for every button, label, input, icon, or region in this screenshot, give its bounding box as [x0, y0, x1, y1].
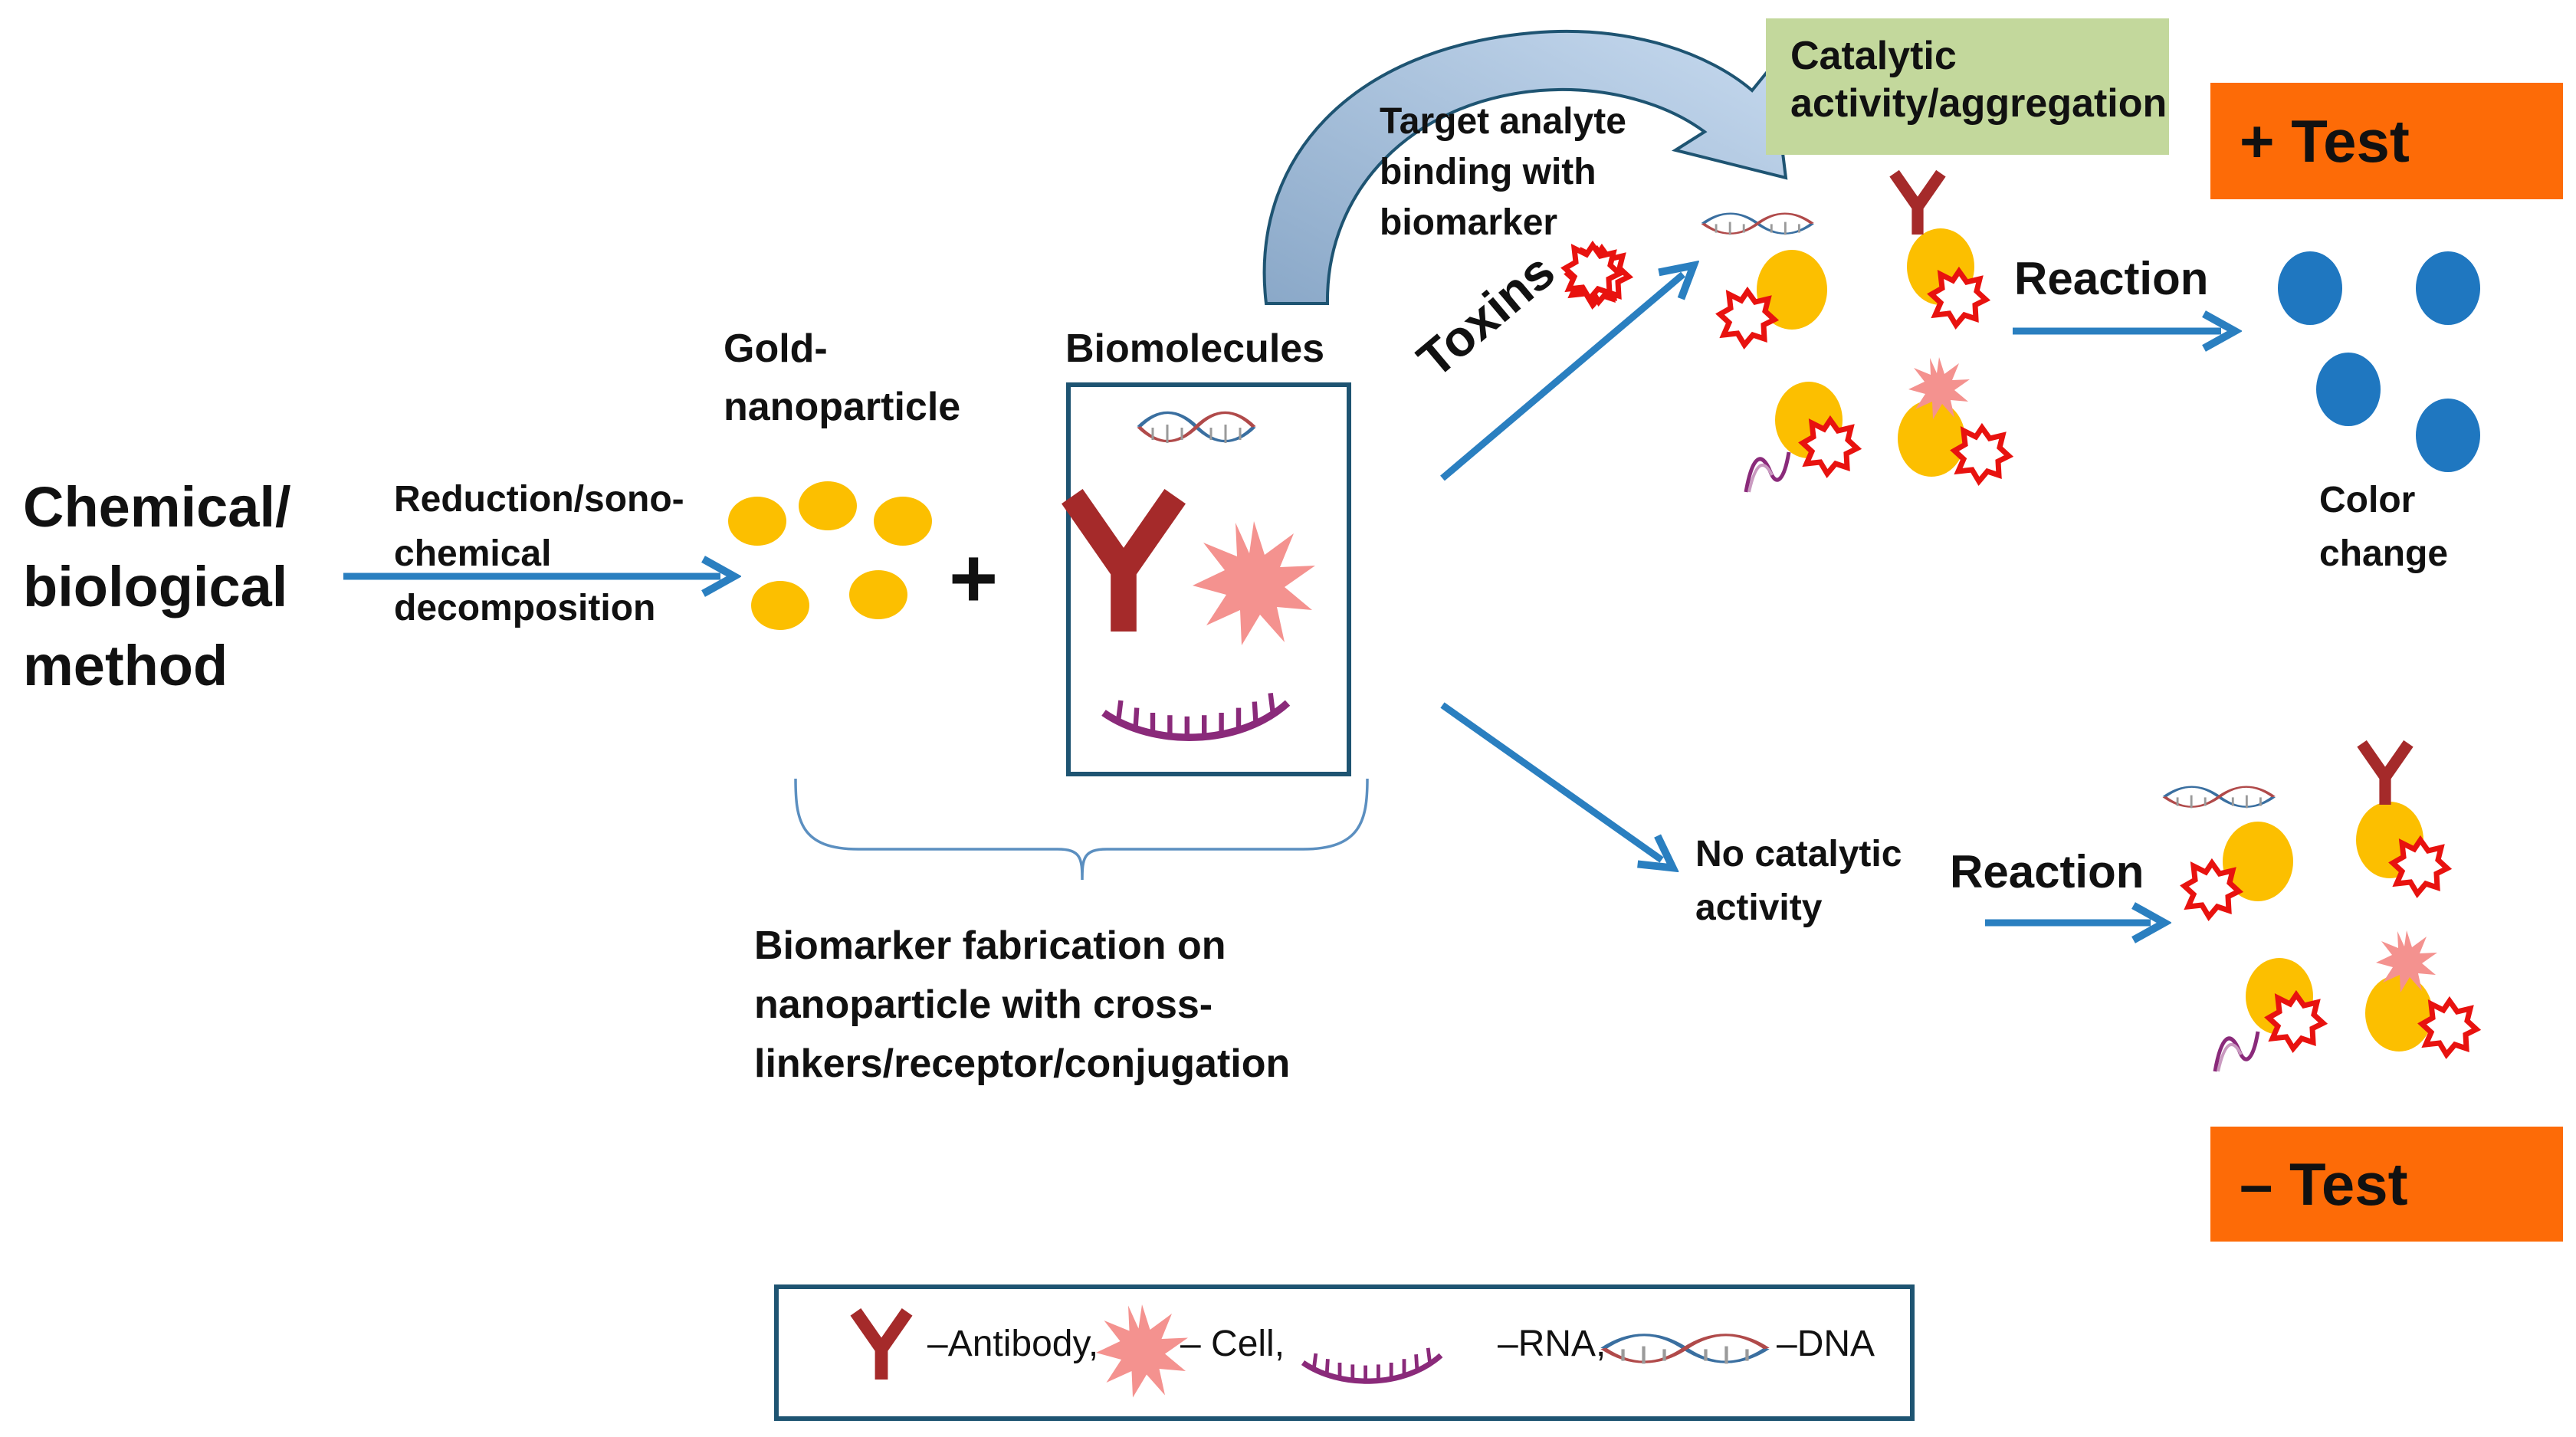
legend-cell-text: – Cell, [1180, 1324, 1285, 1364]
minus-test-badge: – Test [2210, 1127, 2563, 1242]
reaction-top-label: Reaction [2014, 253, 2209, 304]
biomolecules-label: Biomolecules [1065, 326, 1325, 371]
binding-curved-arrow [1262, 29, 1788, 305]
reaction-bottom-label: Reaction [1950, 846, 2144, 897]
gold-nanoparticle-label: Gold-nanoparticle [724, 326, 961, 429]
color-change-dots [2278, 251, 2480, 472]
legend-box [774, 1284, 1915, 1421]
catalytic-box [1766, 18, 2169, 155]
legend-dna-text: –DNA [1777, 1324, 1875, 1364]
plus-sign: + [949, 531, 999, 625]
toxins-arrow [1440, 274, 1683, 481]
no-catalytic-arrow [1440, 702, 1662, 860]
top-complex-cluster [1568, 173, 2009, 492]
plus-test-badge: + Test [2210, 83, 2563, 199]
bottom-complex-cluster [2164, 743, 2476, 1071]
fabrication-brace [794, 778, 1369, 881]
legend-antibody-text: –Antibody, [927, 1324, 1099, 1364]
legend-rna-text: –RNA, [1498, 1324, 1606, 1364]
gold-nanoparticles [728, 481, 932, 630]
